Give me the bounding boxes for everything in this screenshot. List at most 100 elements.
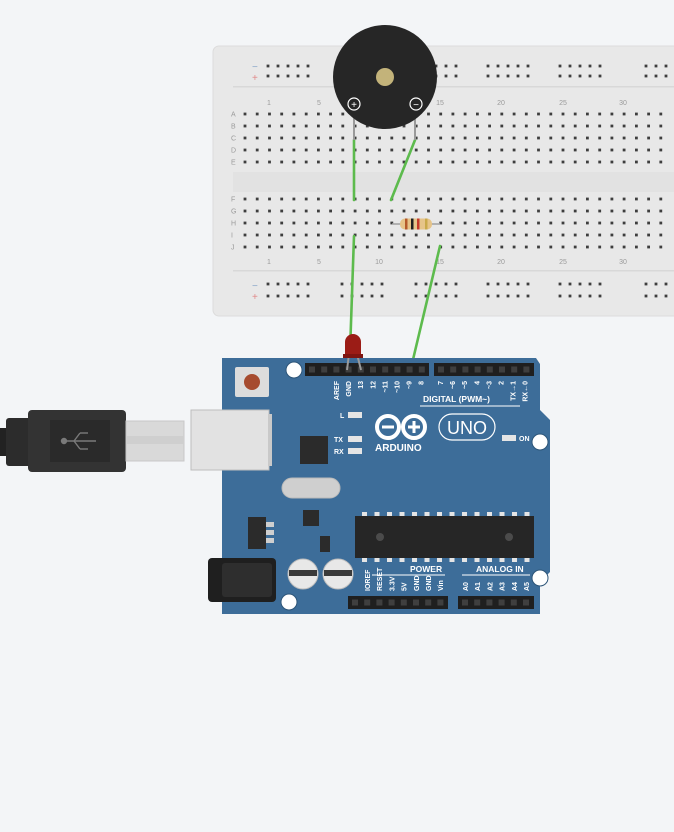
breadboard-hole[interactable] [573, 221, 577, 225]
breadboard-hole[interactable] [610, 245, 614, 249]
breadboard-hole[interactable] [451, 233, 455, 237]
rail-hole[interactable] [454, 282, 458, 286]
breadboard-hole[interactable] [635, 124, 638, 128]
breadboard-hole[interactable] [500, 221, 504, 225]
breadboard-hole[interactable] [647, 221, 650, 225]
breadboard-hole[interactable] [243, 245, 247, 249]
breadboard-hole[interactable] [549, 136, 553, 140]
breadboard-hole[interactable] [292, 136, 296, 140]
rail-hole[interactable] [598, 282, 602, 286]
breadboard-hole[interactable] [365, 136, 369, 140]
breadboard-hole[interactable] [402, 160, 406, 164]
breadboard-hole[interactable] [598, 221, 602, 225]
rail-hole[interactable] [568, 64, 572, 68]
breadboard-hole[interactable] [427, 124, 430, 128]
breadboard-hole[interactable] [427, 136, 430, 140]
rail-hole[interactable] [644, 294, 648, 298]
breadboard-hole[interactable] [292, 124, 296, 128]
breadboard-hole[interactable] [476, 112, 479, 116]
breadboard-hole[interactable] [549, 112, 553, 116]
rail-hole[interactable] [434, 64, 438, 68]
breadboard-hole[interactable] [280, 245, 284, 249]
rail-hole[interactable] [360, 282, 364, 286]
breadboard-hole[interactable] [341, 197, 345, 201]
breadboard-hole[interactable] [635, 136, 638, 140]
breadboard-hole[interactable] [549, 221, 553, 225]
breadboard-hole[interactable] [524, 148, 528, 152]
rail-hole[interactable] [266, 64, 270, 68]
breadboard-hole[interactable] [524, 136, 528, 140]
breadboard-hole[interactable] [561, 233, 565, 237]
rail-hole[interactable] [654, 294, 658, 298]
rail-hole[interactable] [306, 64, 310, 68]
breadboard-hole[interactable] [280, 221, 284, 225]
breadboard-hole[interactable] [647, 148, 650, 152]
rail-hole[interactable] [578, 64, 582, 68]
header-pin-hole[interactable] [511, 366, 518, 373]
rail-hole[interactable] [654, 282, 658, 286]
breadboard-hole[interactable] [414, 124, 418, 128]
rail-hole[interactable] [444, 64, 448, 68]
breadboard-hole[interactable] [622, 221, 626, 225]
rail-hole[interactable] [370, 282, 374, 286]
breadboard-hole[interactable] [610, 112, 614, 116]
rail-hole[interactable] [340, 282, 344, 286]
breadboard-hole[interactable] [598, 197, 602, 201]
rail-hole[interactable] [370, 294, 374, 298]
breadboard-hole[interactable] [427, 245, 430, 249]
breadboard-hole[interactable] [243, 124, 247, 128]
breadboard-hole[interactable] [586, 148, 589, 152]
breadboard-hole[interactable] [549, 209, 553, 213]
breadboard-hole[interactable] [353, 233, 357, 237]
rail-hole[interactable] [434, 294, 438, 298]
breadboard-hole[interactable] [537, 160, 540, 164]
breadboard-hole[interactable] [463, 209, 467, 213]
breadboard-hole[interactable] [463, 245, 467, 249]
rail-hole[interactable] [444, 74, 448, 78]
breadboard-hole[interactable] [365, 245, 369, 249]
rail-hole[interactable] [486, 74, 490, 78]
breadboard-hole[interactable] [659, 124, 663, 128]
breadboard-hole[interactable] [635, 112, 638, 116]
breadboard-hole[interactable] [647, 197, 650, 201]
breadboard-hole[interactable] [476, 221, 479, 225]
rail-hole[interactable] [496, 282, 500, 286]
breadboard-hole[interactable] [414, 209, 418, 213]
header-pin-hole[interactable] [370, 366, 376, 373]
breadboard-hole[interactable] [647, 112, 650, 116]
rail-hole[interactable] [644, 282, 648, 286]
breadboard-hole[interactable] [304, 160, 308, 164]
rail-hole[interactable] [506, 294, 510, 298]
breadboard-hole[interactable] [476, 136, 479, 140]
header-pin-hole[interactable] [486, 599, 493, 606]
header-pin-hole[interactable] [376, 599, 383, 606]
breadboard-hole[interactable] [524, 112, 528, 116]
breadboard-hole[interactable] [573, 245, 577, 249]
header-pin-hole[interactable] [499, 366, 505, 373]
breadboard-hole[interactable] [317, 136, 320, 140]
breadboard-hole[interactable] [390, 160, 394, 164]
breadboard-hole[interactable] [378, 233, 381, 237]
rail-hole[interactable] [276, 294, 280, 298]
analog-header[interactable] [458, 596, 534, 609]
breadboard-hole[interactable] [280, 124, 284, 128]
breadboard-hole[interactable] [317, 124, 320, 128]
breadboard-hole[interactable] [243, 160, 247, 164]
breadboard-hole[interactable] [329, 148, 332, 152]
breadboard-hole[interactable] [549, 124, 553, 128]
header-pin-hole[interactable] [333, 366, 340, 373]
breadboard-hole[interactable] [243, 221, 247, 225]
rail-hole[interactable] [380, 282, 384, 286]
breadboard-hole[interactable] [402, 136, 406, 140]
rail-hole[interactable] [380, 294, 384, 298]
rail-hole[interactable] [578, 294, 582, 298]
breadboard-hole[interactable] [292, 233, 296, 237]
breadboard-hole[interactable] [292, 221, 296, 225]
digital-header-1[interactable] [305, 363, 429, 376]
breadboard-hole[interactable] [476, 148, 479, 152]
breadboard-hole[interactable] [390, 136, 394, 140]
rail-hole[interactable] [424, 282, 428, 286]
breadboard-hole[interactable] [378, 197, 381, 201]
breadboard-hole[interactable] [647, 136, 650, 140]
